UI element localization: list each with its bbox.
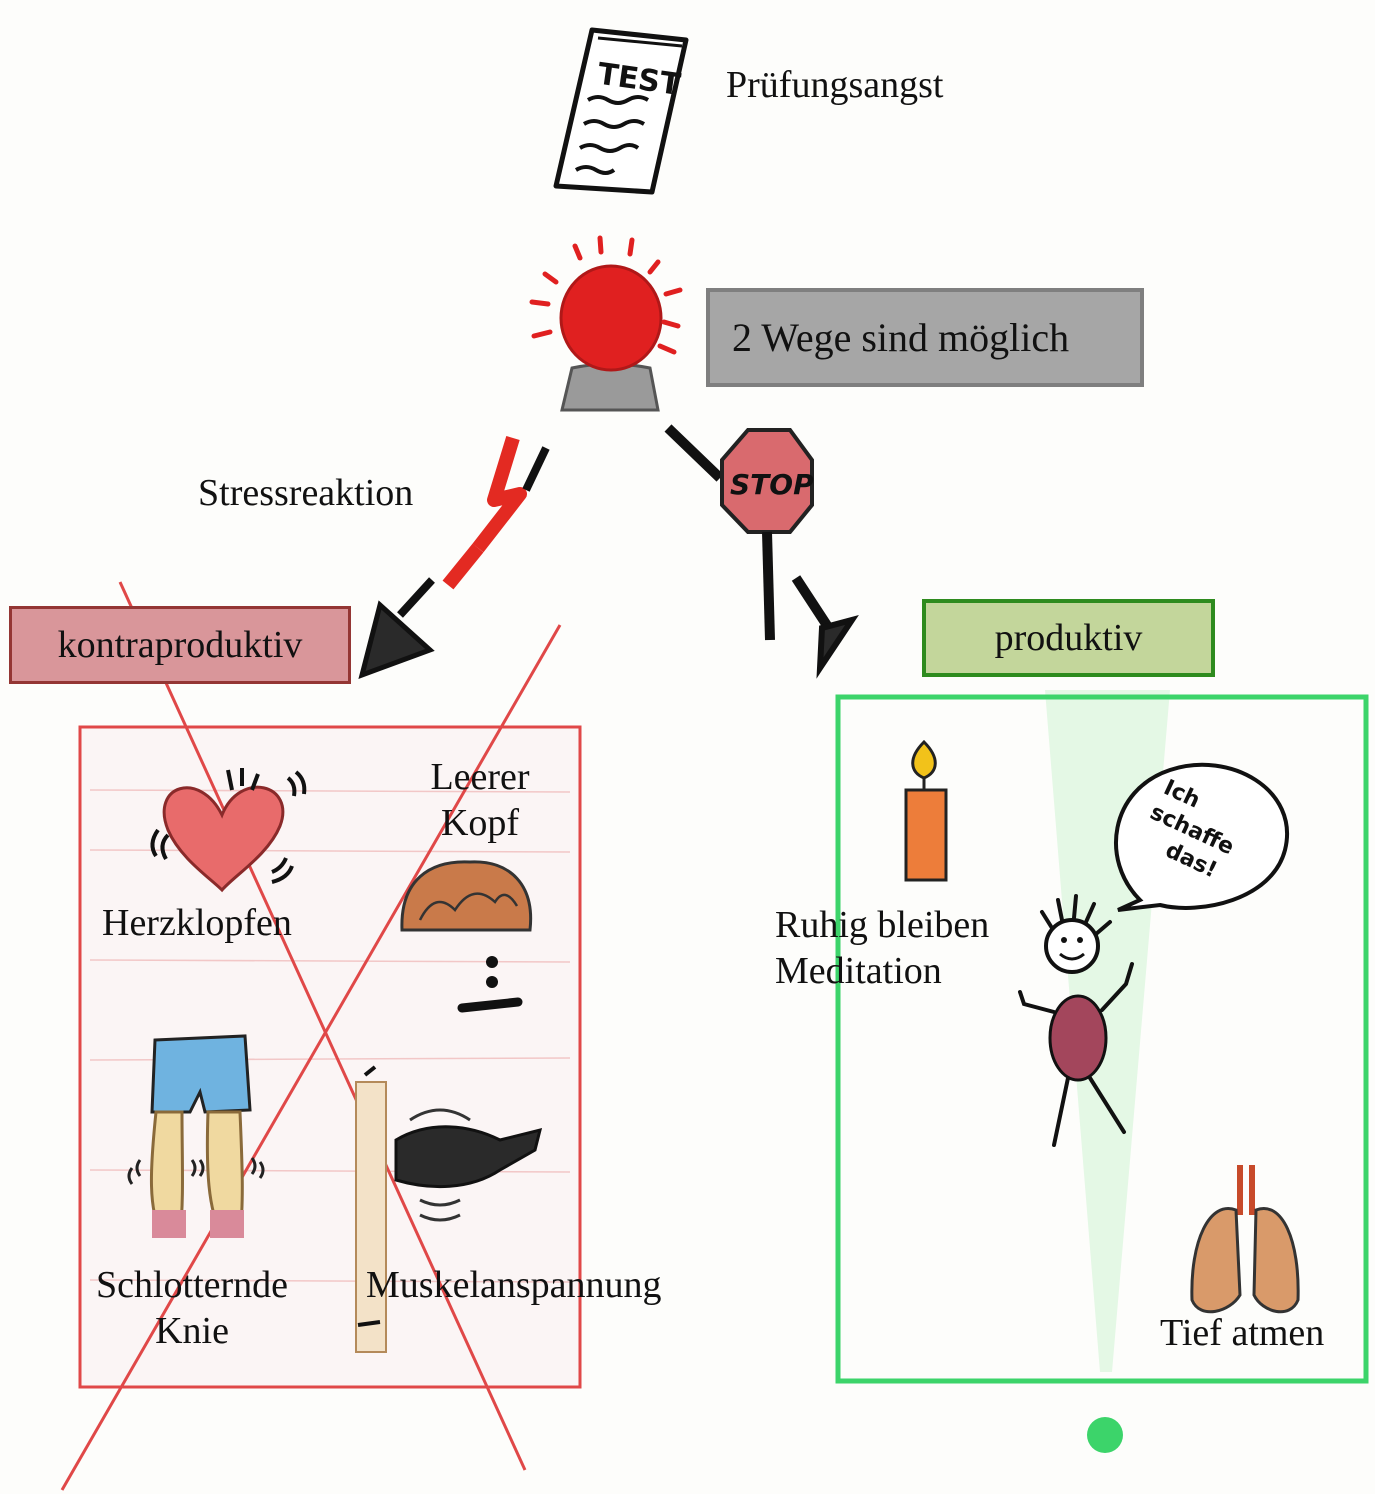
speech-bubble: Ich schaffe das! [1116,765,1287,910]
contra-box-label: kontraproduktiv [58,623,303,667]
stop-sign-text: STOP [730,468,814,501]
ways-box: 2 Wege sind möglich [706,288,1144,387]
lungs-icon [1192,1165,1298,1312]
candle-icon [906,742,946,880]
heartbeat-label: Herzklopfen [102,900,292,946]
stay-calm-line-2: Meditation [775,948,989,994]
shaking-knees-label: Schlotternde Knie [80,1262,304,1355]
empty-head-line-1: Leerer [400,754,560,800]
shaking-knees-line-2: Knie [80,1308,304,1354]
breathe-deep-label: Tief atmen [1160,1310,1324,1356]
stay-calm-label: Ruhig bleiben Meditation [775,902,989,995]
productive-arrow [796,578,852,668]
stop-sign-icon: STOP [668,428,814,640]
stress-reaction-label: Stressreaktion [198,470,413,516]
empty-head-line-2: Kopf [400,800,560,846]
alarm-light-icon [532,238,680,410]
ways-box-label: 2 Wege sind möglich [732,314,1069,361]
stay-calm-line-1: Ruhig bleiben [775,902,989,948]
muscle-tension-label: Muskelanspannung [366,1262,662,1308]
prod-box-label: produktiv [995,616,1143,660]
prod-box: produktiv [922,599,1215,677]
title-exam-anxiety: Prüfungsangst [726,62,943,108]
test-sheet-icon: TEST [556,30,686,192]
contra-box: kontraproduktiv [9,606,351,684]
shaking-knees-line-1: Schlotternde [80,1262,304,1308]
empty-head-label: Leerer Kopf [400,754,560,847]
